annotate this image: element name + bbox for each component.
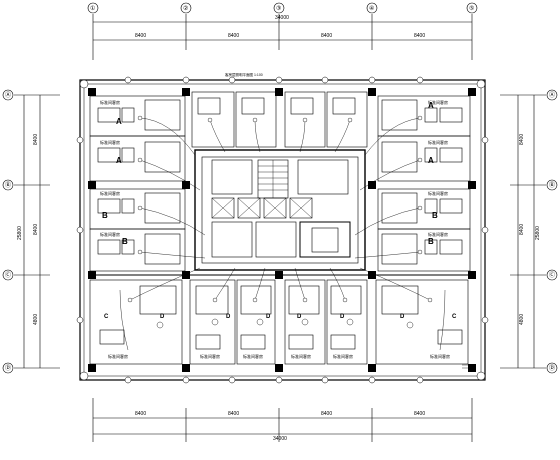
top-axis-bubbles <box>87 2 478 14</box>
right-dimension-group <box>500 94 546 369</box>
right-axis-4: Ⓓ <box>549 364 555 372</box>
top-dim-2: 8400 <box>228 33 239 39</box>
room-tag-bottom-2: 标准间客房 <box>200 353 220 359</box>
right-dim-1: 8400 <box>519 134 525 145</box>
room-letter-a4: A <box>428 156 434 165</box>
top-axis-5: ⑤ <box>469 5 474 12</box>
bottom-dim-total: 34000 <box>273 436 287 442</box>
structural-columns <box>88 88 476 372</box>
top-dimension-group <box>92 14 473 60</box>
right-wing-rooms <box>377 95 471 272</box>
left-dim-2: 8400 <box>33 224 39 235</box>
room-letter-b4: B <box>428 237 434 246</box>
bottom-dim-2: 8400 <box>228 411 239 417</box>
room-tag-left-3: 标准间客房 <box>100 190 120 196</box>
top-axis-4: ④ <box>369 5 374 12</box>
top-axis-3: ③ <box>276 5 281 12</box>
room-tag-right-4: 标准间客房 <box>428 231 448 237</box>
room-letter-b3: B <box>432 211 438 220</box>
left-wing-rooms <box>89 95 186 272</box>
right-dim-2: 8400 <box>519 224 525 235</box>
left-dim-total: 25800 <box>17 226 23 240</box>
right-axis-3: Ⓒ <box>549 271 555 279</box>
room-tag-bottom-3: 标准间客房 <box>243 353 263 359</box>
room-letter-a2: A <box>116 156 122 165</box>
room-tag-left-4: 标准间客房 <box>100 231 120 237</box>
room-letter-c1: C <box>104 314 109 320</box>
bottom-dim-4: 8400 <box>414 411 425 417</box>
light-fixtures <box>127 115 433 329</box>
top-axis-1: ① <box>90 5 95 12</box>
room-letter-d6: D <box>400 314 405 320</box>
left-axis-1: Ⓐ <box>5 91 11 99</box>
bottom-dimension-group <box>92 398 473 442</box>
room-letter-d5: D <box>340 314 345 320</box>
bottom-rooms <box>89 274 470 365</box>
room-tag-bottom-4: 标准间客房 <box>291 353 311 359</box>
top-center-rooms <box>191 91 368 148</box>
right-axis-1: Ⓐ <box>549 91 555 99</box>
left-axis-4: Ⓓ <box>5 364 11 372</box>
room-tag-left-1: 标准间客房 <box>100 99 120 105</box>
top-dim-4: 8400 <box>414 33 425 39</box>
left-dimension-group <box>14 94 60 369</box>
top-axis-2: ② <box>183 5 188 12</box>
room-letter-d4: D <box>297 314 302 320</box>
room-letter-d3: D <box>266 314 271 320</box>
room-tag-right-2: 标准间客房 <box>428 139 448 145</box>
right-dim-total: 25800 <box>535 226 541 240</box>
top-dim-3: 8400 <box>321 33 332 39</box>
room-letter-a3: A <box>428 101 434 110</box>
left-axis-bubbles <box>2 89 14 374</box>
room-letter-b1: B <box>102 211 108 220</box>
bottom-dim-1: 8400 <box>135 411 146 417</box>
left-dim-1: 8400 <box>33 134 39 145</box>
room-tag-bottom-6: 标准间客房 <box>430 353 450 359</box>
facade-bubbles <box>76 76 489 384</box>
left-axis-3: Ⓒ <box>5 271 11 279</box>
central-core <box>194 149 366 271</box>
top-dim-1: 8400 <box>135 33 146 39</box>
room-tag-bottom-1: 标准间客房 <box>108 353 128 359</box>
room-tag-right-3: 标准间客房 <box>428 190 448 196</box>
right-axis-bubbles <box>546 89 558 374</box>
lighting-circuits <box>119 117 446 351</box>
right-dim-3: 4800 <box>519 314 525 325</box>
bottom-dim-3: 8400 <box>321 411 332 417</box>
room-letter-b2: B <box>122 237 128 246</box>
right-axis-2: Ⓑ <box>549 181 555 189</box>
left-axis-2: Ⓑ <box>5 181 11 189</box>
building-outline <box>79 79 486 381</box>
header-note: 客房层照明平面图 1:100 <box>225 72 263 77</box>
room-letter-c2: C <box>452 314 457 320</box>
room-tag-bottom-5: 标准间客房 <box>333 353 353 359</box>
north-marker <box>462 364 472 369</box>
room-letter-d2: D <box>226 314 231 320</box>
room-letter-a1: A <box>116 117 122 126</box>
room-tag-right-1: 标准间客房 <box>428 99 448 105</box>
left-dim-3: 4800 <box>33 314 39 325</box>
room-tag-left-2: 标准间客房 <box>100 139 120 145</box>
top-dim-total: 34000 <box>275 15 289 21</box>
room-letter-d1: D <box>160 314 165 320</box>
